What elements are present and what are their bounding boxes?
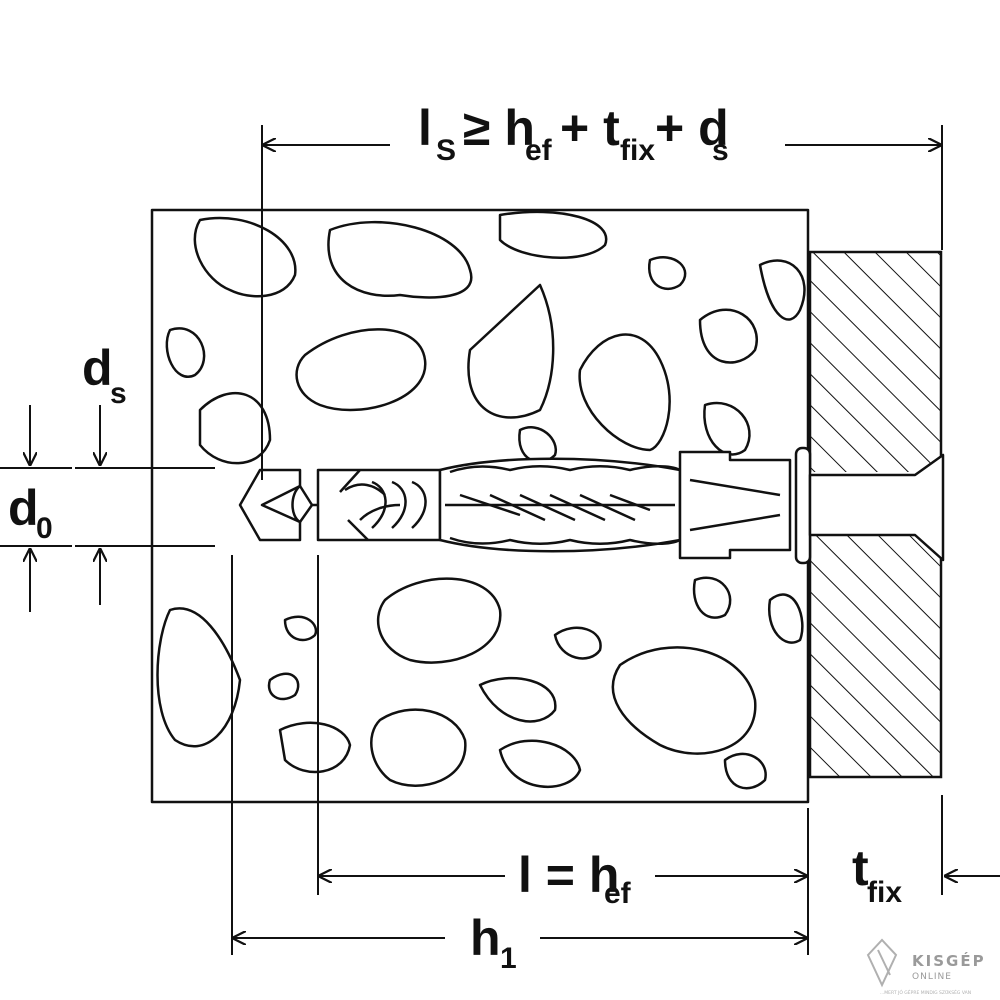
svg-text:0: 0 — [36, 512, 53, 545]
label-ds: d s — [82, 340, 127, 410]
svg-text:t: t — [852, 840, 869, 896]
dimension-arrows — [30, 145, 1000, 938]
svg-text:1: 1 — [500, 942, 517, 975]
svg-text:S: S — [436, 134, 456, 167]
svg-text:ef: ef — [525, 134, 553, 167]
label-l-eq-hef: l = h ef — [518, 847, 632, 910]
anchor-assembly — [238, 446, 945, 565]
svg-text:+ d: + d — [655, 100, 729, 156]
svg-text:d: d — [82, 340, 113, 396]
svg-text:d: d — [8, 480, 39, 536]
svg-text:KISGÉP: KISGÉP — [912, 951, 986, 970]
label-d0: d 0 — [8, 480, 53, 545]
svg-text:+ t: + t — [560, 100, 620, 156]
svg-text:≥ h: ≥ h — [463, 100, 535, 156]
svg-text:...MERT JÓ GÉPRE MINDIG SZÜKSÉ: ...MERT JÓ GÉPRE MINDIG SZÜKSÉG VAN — [880, 988, 971, 996]
svg-text:ef: ef — [604, 877, 632, 910]
svg-text:fix: fix — [867, 876, 902, 909]
svg-text:l: l — [418, 100, 432, 156]
svg-text:ONLINE: ONLINE — [912, 972, 952, 982]
svg-text:s: s — [110, 377, 127, 410]
label-tfix: t fix — [852, 840, 902, 909]
label-h1: h 1 — [470, 910, 517, 975]
svg-text:l = h: l = h — [518, 847, 619, 903]
logo-mark-icon — [866, 938, 898, 988]
label-ls-formula: l S ≥ h ef + t fix + d s — [418, 100, 729, 167]
svg-text:h: h — [470, 910, 501, 966]
kisgep-logo: KISGÉP ONLINE ...MERT JÓ GÉPRE MINDIG SZ… — [866, 938, 986, 996]
svg-text:fix: fix — [620, 134, 655, 167]
concrete-block — [150, 208, 810, 804]
extension-lines — [0, 125, 943, 955]
svg-text:s: s — [712, 134, 729, 167]
